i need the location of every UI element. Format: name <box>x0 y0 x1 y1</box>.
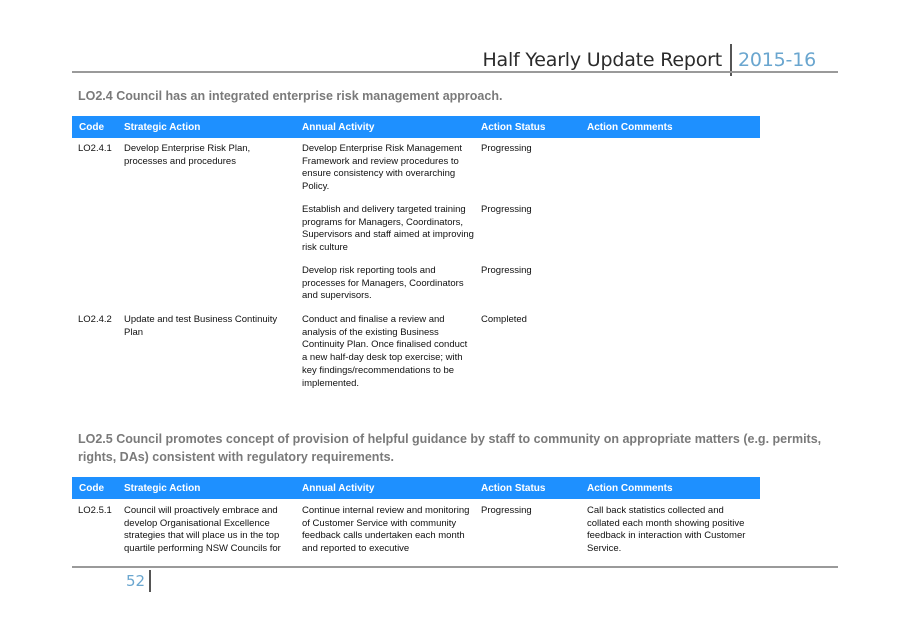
row-status: Progressing <box>481 204 532 215</box>
row-activity: Conduct and finalise a review and analys… <box>302 314 468 389</box>
footer-rule <box>72 566 838 568</box>
table-header-lo2-5: Code Strategic Action Annual Activity Ac… <box>72 477 760 499</box>
row-activity: Develop risk reporting tools and process… <box>302 265 464 302</box>
row-activity: Develop Enterprise Risk Management Frame… <box>302 143 462 193</box>
row-activity: Continue internal review and monitoring … <box>302 505 470 555</box>
page-number-divider <box>149 570 151 592</box>
row-strategic-action: Develop Enterprise Risk Plan, processes … <box>124 143 251 167</box>
row-activity: Establish and delivery targeted training… <box>302 204 474 254</box>
row-status: Progressing <box>481 265 532 276</box>
row-strategic-action: Update and test Business Continuity Plan <box>124 314 278 338</box>
report-year: 2015-16 <box>738 49 816 71</box>
col-header-annual-activity: Annual Activity <box>302 483 375 494</box>
col-header-code: Code <box>79 122 104 133</box>
row-strategic-action: Council will proactively embrace and dev… <box>124 505 281 555</box>
col-header-action-status: Action Status <box>481 122 546 133</box>
col-header-strategic-action: Strategic Action <box>124 122 201 133</box>
row-status: Progressing <box>481 505 532 516</box>
section-heading-lo2-5: LO2.5 Council promotes concept of provis… <box>78 432 822 464</box>
col-header-action-comments: Action Comments <box>587 483 673 494</box>
table-header-lo2-4: Code Strategic Action Annual Activity Ac… <box>72 116 760 138</box>
report-title: Half Yearly Update Report 2015-16 <box>482 44 816 76</box>
report-title-text: Half Yearly Update Report <box>482 49 722 71</box>
title-divider <box>730 44 732 76</box>
row-status: Progressing <box>481 143 532 154</box>
col-header-annual-activity: Annual Activity <box>302 122 375 133</box>
row-status: Completed <box>481 314 527 325</box>
row-code: LO2.4.2 <box>78 314 112 325</box>
col-header-code: Code <box>79 483 104 494</box>
row-comments: Call back statistics collected and colla… <box>587 505 746 555</box>
col-header-action-status: Action Status <box>481 483 546 494</box>
header-rule <box>72 71 838 73</box>
page-number: 52 <box>126 572 146 590</box>
section-heading-lo2-4: LO2.4 Council has an integrated enterpri… <box>78 89 503 103</box>
row-code: LO2.5.1 <box>78 505 112 516</box>
col-header-strategic-action: Strategic Action <box>124 483 201 494</box>
row-code: LO2.4.1 <box>78 143 112 154</box>
col-header-action-comments: Action Comments <box>587 122 673 133</box>
